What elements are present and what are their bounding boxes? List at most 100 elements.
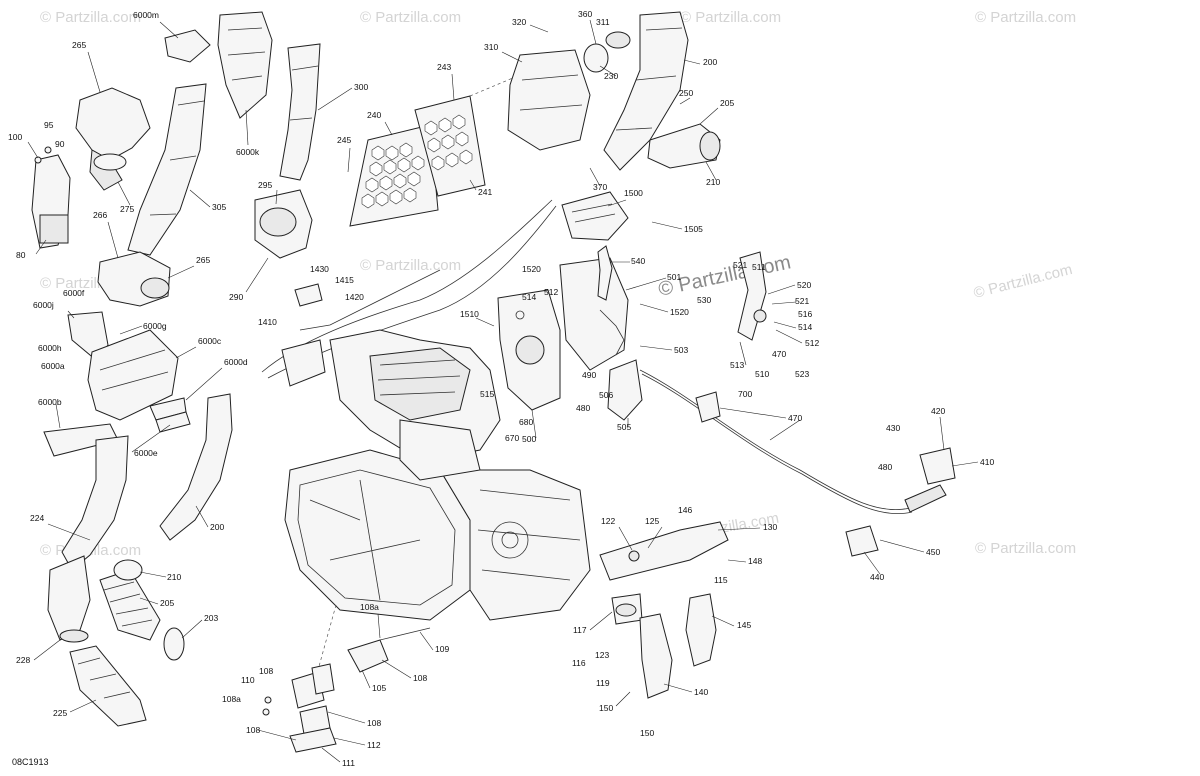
callout-label: 6000j <box>33 300 54 310</box>
callout-label: 1500 <box>624 188 643 198</box>
callout-label: 6000m <box>133 10 159 20</box>
watermark: © Partzilla.com <box>975 9 1076 26</box>
callout-label: 117 <box>573 625 587 635</box>
callout-label: 6000a <box>41 361 65 371</box>
callout-label: 210 <box>167 572 181 582</box>
callout-label: 150 <box>640 728 654 738</box>
callout-label: 506 <box>599 390 613 400</box>
callout-label: 230 <box>604 71 618 81</box>
callout-label: 1420 <box>345 292 364 302</box>
callout-label: 1410 <box>258 317 277 327</box>
callout-label: 480 <box>878 462 892 472</box>
callout-label: 512 <box>544 287 558 297</box>
callout-label: 516 <box>798 309 812 319</box>
callout-label: 1520 <box>670 307 689 317</box>
callout-label: 100 <box>8 132 22 142</box>
callout-label: 224 <box>30 513 44 523</box>
callout-label: 450 <box>926 547 940 557</box>
callout-label: 520 <box>797 280 811 290</box>
callout-label: 514 <box>798 322 812 332</box>
callout-label: 123 <box>595 650 609 660</box>
callout-label: 6000f <box>63 288 85 298</box>
callout-label: 430 <box>886 423 900 433</box>
callout-label: 108 <box>246 725 260 735</box>
callout-label: 515 <box>480 389 494 399</box>
callout-label: 480 <box>576 403 590 413</box>
callout-label: 360 <box>578 9 592 19</box>
callout-label: 111 <box>342 758 355 768</box>
callout-label: 6000c <box>198 336 222 346</box>
callout-label: 108a <box>360 602 379 612</box>
callout-label: 265 <box>72 40 86 50</box>
callout-label: 130 <box>763 522 777 532</box>
callout-label: 225 <box>53 708 67 718</box>
callout-label: 205 <box>160 598 174 608</box>
callout-label: 505 <box>617 422 631 432</box>
figure-code: 08C1913 <box>12 757 49 767</box>
callout-label: 510 <box>755 369 769 379</box>
callout-label: 6000b <box>38 397 62 407</box>
callout-label: 512 <box>805 338 819 348</box>
callout-label: 320 <box>512 17 526 27</box>
callout-label: 119 <box>596 678 610 688</box>
callout-label: 530 <box>697 295 711 305</box>
callout-label: 245 <box>337 135 351 145</box>
callout-label: 108 <box>413 673 427 683</box>
callout-label: 243 <box>437 62 451 72</box>
callout-label: 200 <box>210 522 224 532</box>
watermark: © Partzilla.com <box>360 9 461 26</box>
callout-label: 295 <box>258 180 272 190</box>
callout-label: 290 <box>229 292 243 302</box>
callout-label: 266 <box>93 210 107 220</box>
callout-label: 410 <box>980 457 994 467</box>
callout-label: 90 <box>55 139 65 149</box>
part-drawings <box>31 11 956 753</box>
callout-label: 6000d <box>224 357 248 367</box>
callouts: 265 6000m 300 6000k 100 95 90 275 305 26… <box>8 9 994 768</box>
leader-lines <box>27 19 979 763</box>
callout-label: 511 <box>752 262 766 272</box>
callout-label: 146 <box>678 505 692 515</box>
callout-label: 6000e <box>134 448 158 458</box>
callout-label: 420 <box>931 406 945 416</box>
callout-label: 210 <box>706 177 720 187</box>
callout-label: 150 <box>599 703 613 713</box>
watermark: © Partzilla.com <box>680 9 781 26</box>
callout-label: 95 <box>44 120 54 130</box>
callout-label: 470 <box>788 413 802 423</box>
callout-label: 680 <box>519 417 533 427</box>
callout-label: 110 <box>241 675 255 685</box>
callout-label: 140 <box>694 687 708 697</box>
callout-label: 370 <box>593 182 607 192</box>
callout-label: 203 <box>204 613 218 623</box>
callout-label: 540 <box>631 256 645 266</box>
callout-label: 148 <box>748 556 762 566</box>
callout-label: 250 <box>679 88 693 98</box>
callout-label: 108 <box>367 718 381 728</box>
callout-label: 513 <box>730 360 744 370</box>
callout-label: 521 <box>733 260 747 270</box>
engine <box>284 329 591 621</box>
callout-label: 6000h <box>38 343 62 353</box>
callout-label: 1505 <box>684 224 703 234</box>
callout-label: 500 <box>522 434 536 444</box>
callout-label: 115 <box>714 575 728 585</box>
callout-label: 240 <box>367 110 381 120</box>
callout-label: 1415 <box>335 275 354 285</box>
callout-label: 105 <box>372 683 386 693</box>
callout-label: 311 <box>596 17 610 27</box>
callout-label: 670 <box>505 433 519 443</box>
callout-label: 125 <box>645 516 659 526</box>
callout-label: 241 <box>478 187 492 197</box>
callout-label: 228 <box>16 655 30 665</box>
callout-label: 108 <box>259 666 273 676</box>
watermark: © Partzilla.com <box>972 261 1074 302</box>
watermark: © Partzilla.com <box>40 9 141 26</box>
callout-label: 1430 <box>310 264 329 274</box>
callout-label: 275 <box>120 204 134 214</box>
callout-label: 200 <box>703 57 717 67</box>
callout-label: 700 <box>738 389 752 399</box>
callout-label: 503 <box>674 345 688 355</box>
callout-label: 116 <box>572 658 586 668</box>
